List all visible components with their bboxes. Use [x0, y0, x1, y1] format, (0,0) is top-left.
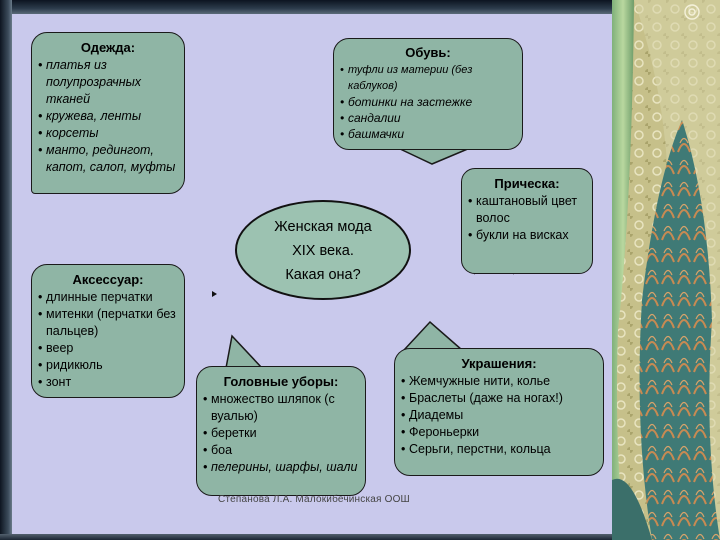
shoes-list: туфли из материи (без каблуков) ботинки … — [340, 62, 516, 142]
frame-top-border — [0, 0, 720, 14]
accessories-item: ридикюль — [38, 357, 178, 374]
hairstyle-item: каштановый цвет волос — [468, 193, 586, 227]
shoes-title: Обувь: — [405, 45, 451, 60]
footer-author: Степанова Л.А. Малокибечинская ООШ — [218, 494, 410, 505]
headwear-item: пелерины, шарфы, шали — [203, 459, 359, 476]
accessories-item: зонт — [38, 374, 178, 391]
jewelry-title: Украшения: — [461, 356, 537, 371]
headwear-box: Головные уборы: множество шляпок (с вуал… — [196, 366, 366, 496]
hairstyle-item: букли на висках — [468, 227, 586, 244]
accessories-box: Аксессуар: длинные перчатки митенки (пер… — [31, 264, 185, 398]
jewelry-item: Серьги, перстни, кольца — [401, 441, 597, 458]
clothing-title: Одежда: — [80, 40, 136, 55]
central-topic-line-2: XIX века. — [292, 243, 354, 259]
clothing-box: Одежда: платья из полупрозрачных тканей … — [31, 32, 185, 194]
accessories-list: длинные перчатки митенки (перчатки без п… — [38, 289, 178, 391]
jewelry-box: Украшения: Жемчужные нити, колье Браслет… — [394, 348, 604, 476]
hairstyle-title: Прическа: — [494, 176, 560, 191]
jewelry-list: Жемчужные нити, колье Браслеты (даже на … — [401, 373, 597, 458]
hairstyle-list: каштановый цвет волос букли на висках — [468, 193, 586, 244]
hairstyle-box: Прическа: каштановый цвет волос букли на… — [461, 168, 593, 274]
pointer-marker — [212, 291, 217, 297]
headwear-item: боа — [203, 442, 359, 459]
accessories-title: Аксессуар: — [72, 272, 144, 287]
jewelry-item: Жемчужные нити, колье — [401, 373, 597, 390]
frame-left-border — [0, 0, 12, 540]
decorative-side-panel — [612, 0, 720, 540]
jewelry-item: Браслеты (даже на ногах!) — [401, 390, 597, 407]
headwear-title: Головные уборы: — [223, 374, 339, 389]
clothing-item: манто, редингот, капот, салоп, муфты — [38, 142, 178, 176]
shoes-item: башмачки — [340, 126, 516, 142]
headwear-item: беретки — [203, 425, 359, 442]
jewelry-item: Фероньерки — [401, 424, 597, 441]
clothing-item: кружева, ленты — [38, 108, 178, 125]
central-topic-line-3: Какая она? — [285, 267, 361, 283]
shoes-item: сандалии — [340, 110, 516, 126]
headwear-list: множество шляпок (с вуалью) беретки боа … — [203, 391, 359, 476]
frame-bottom-border — [0, 534, 620, 540]
shoes-item: ботинки на застежке — [340, 94, 516, 110]
central-topic-line-1: Женская мода — [274, 219, 372, 235]
clothing-list: платья из полупрозрачных тканей кружева,… — [38, 57, 178, 176]
accessories-item: веер — [38, 340, 178, 357]
headwear-item: множество шляпок (с вуалью) — [203, 391, 359, 425]
jewelry-item: Диадемы — [401, 407, 597, 424]
shoes-item: туфли из материи (без каблуков) — [340, 62, 516, 94]
central-topic-ellipse: Женская мода XIX века. Какая она? — [235, 200, 411, 300]
clothing-item: корсеты — [38, 125, 178, 142]
clothing-item: платья из полупрозрачных тканей — [38, 57, 178, 108]
accessories-item: длинные перчатки — [38, 289, 178, 306]
shoes-box: Обувь: туфли из материи (без каблуков) б… — [333, 38, 523, 150]
accessories-item: митенки (перчатки без пальцев) — [38, 306, 178, 340]
